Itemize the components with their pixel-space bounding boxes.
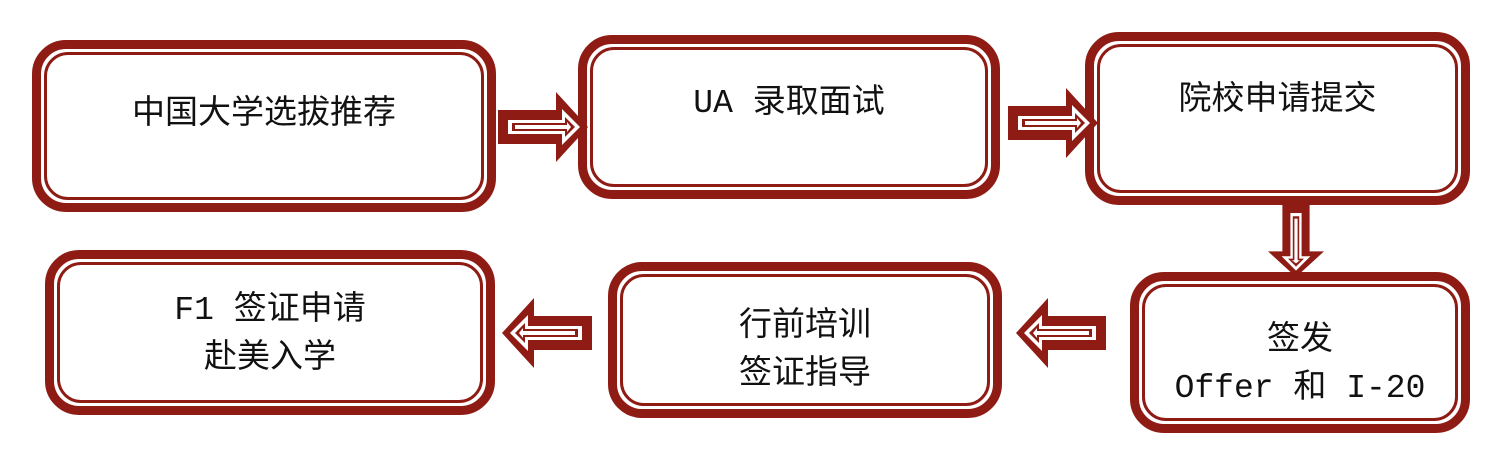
arrow-left-icon — [502, 298, 592, 368]
step-box-5: 行前培训 签证指导 — [608, 262, 1002, 418]
step-label-line2: 签证指导 — [739, 356, 871, 393]
step-label: 院校申请提交 — [1178, 82, 1377, 119]
step-box-1: 中国大学选拔推荐 — [32, 40, 496, 212]
arrow-right-icon — [498, 92, 588, 162]
step-label: UA 录取面试 — [693, 85, 885, 122]
step-label: 中国大学选拔推荐 — [132, 96, 396, 133]
step-label-line1: 签发 — [1267, 322, 1333, 359]
step-label-line2: 赴美入学 — [204, 340, 336, 377]
step-label-line2: Offer 和 I-20 — [1174, 370, 1426, 407]
arrow-left-icon — [1016, 298, 1106, 368]
step-box-3: 院校申请提交 — [1085, 32, 1470, 205]
step-label-line1: 行前培训 — [739, 308, 871, 345]
step-box-6: F1 签证申请 赴美入学 — [45, 250, 495, 415]
arrow-right-icon — [1008, 88, 1098, 158]
arrow-down-icon — [1268, 205, 1324, 277]
step-label-line1: F1 签证申请 — [174, 292, 366, 329]
step-box-2: UA 录取面试 — [578, 35, 1000, 199]
step-box-4: 签发 Offer 和 I-20 — [1130, 272, 1470, 433]
